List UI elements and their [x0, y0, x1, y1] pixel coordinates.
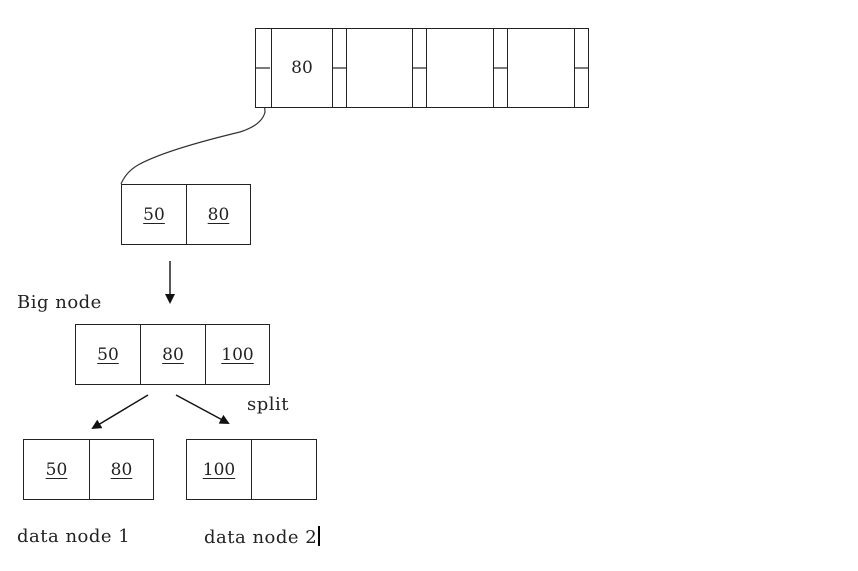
data-node-2-key-cell — [252, 440, 316, 499]
index-pointer-slot — [256, 29, 272, 107]
data-node-2: 100 — [186, 439, 317, 500]
parent-key-2: 80 — [207, 204, 230, 225]
big-node: 50 80 100 — [75, 324, 270, 385]
split-arrow-right — [175, 394, 230, 424]
data-node-2-label-wrap: data node 2 — [204, 526, 321, 548]
pointer-curve — [120, 96, 266, 185]
data-node-1-label: data node 1 — [17, 526, 131, 547]
big-node-key-cell: 80 — [141, 325, 206, 384]
parent-key-1: 50 — [143, 204, 165, 225]
parent-node: 50 80 — [121, 184, 251, 245]
big-node-label: Big node — [17, 292, 102, 313]
big-node-key-3: 100 — [221, 344, 254, 365]
big-node-key-1: 50 — [97, 344, 119, 365]
big-node-key-cell: 100 — [206, 325, 269, 384]
parent-key-cell: 80 — [187, 185, 250, 244]
data-node-1-key-1: 50 — [45, 459, 68, 480]
data-node-1-key-2: 80 — [110, 459, 133, 480]
data-node-2-key-cell: 100 — [187, 440, 252, 499]
index-pointer-slot — [413, 29, 427, 107]
data-node-2-key-1: 100 — [202, 459, 236, 480]
data-node-2-label: data node 2 — [204, 527, 318, 548]
data-node-1-key-cell: 50 — [24, 440, 90, 499]
index-key-1: 80 — [291, 58, 313, 78]
parent-key-cell: 50 — [122, 185, 187, 244]
index-pointer-slot — [333, 29, 347, 107]
big-node-key-cell: 50 — [76, 325, 141, 384]
index-pointer-slot — [494, 29, 508, 107]
data-node-1: 50 80 — [23, 439, 154, 500]
split-label: split — [247, 394, 290, 415]
big-node-key-2: 80 — [162, 344, 184, 365]
text-cursor — [318, 526, 321, 546]
data-node-1-key-cell: 80 — [90, 440, 153, 499]
split-arrow-left — [91, 394, 149, 430]
